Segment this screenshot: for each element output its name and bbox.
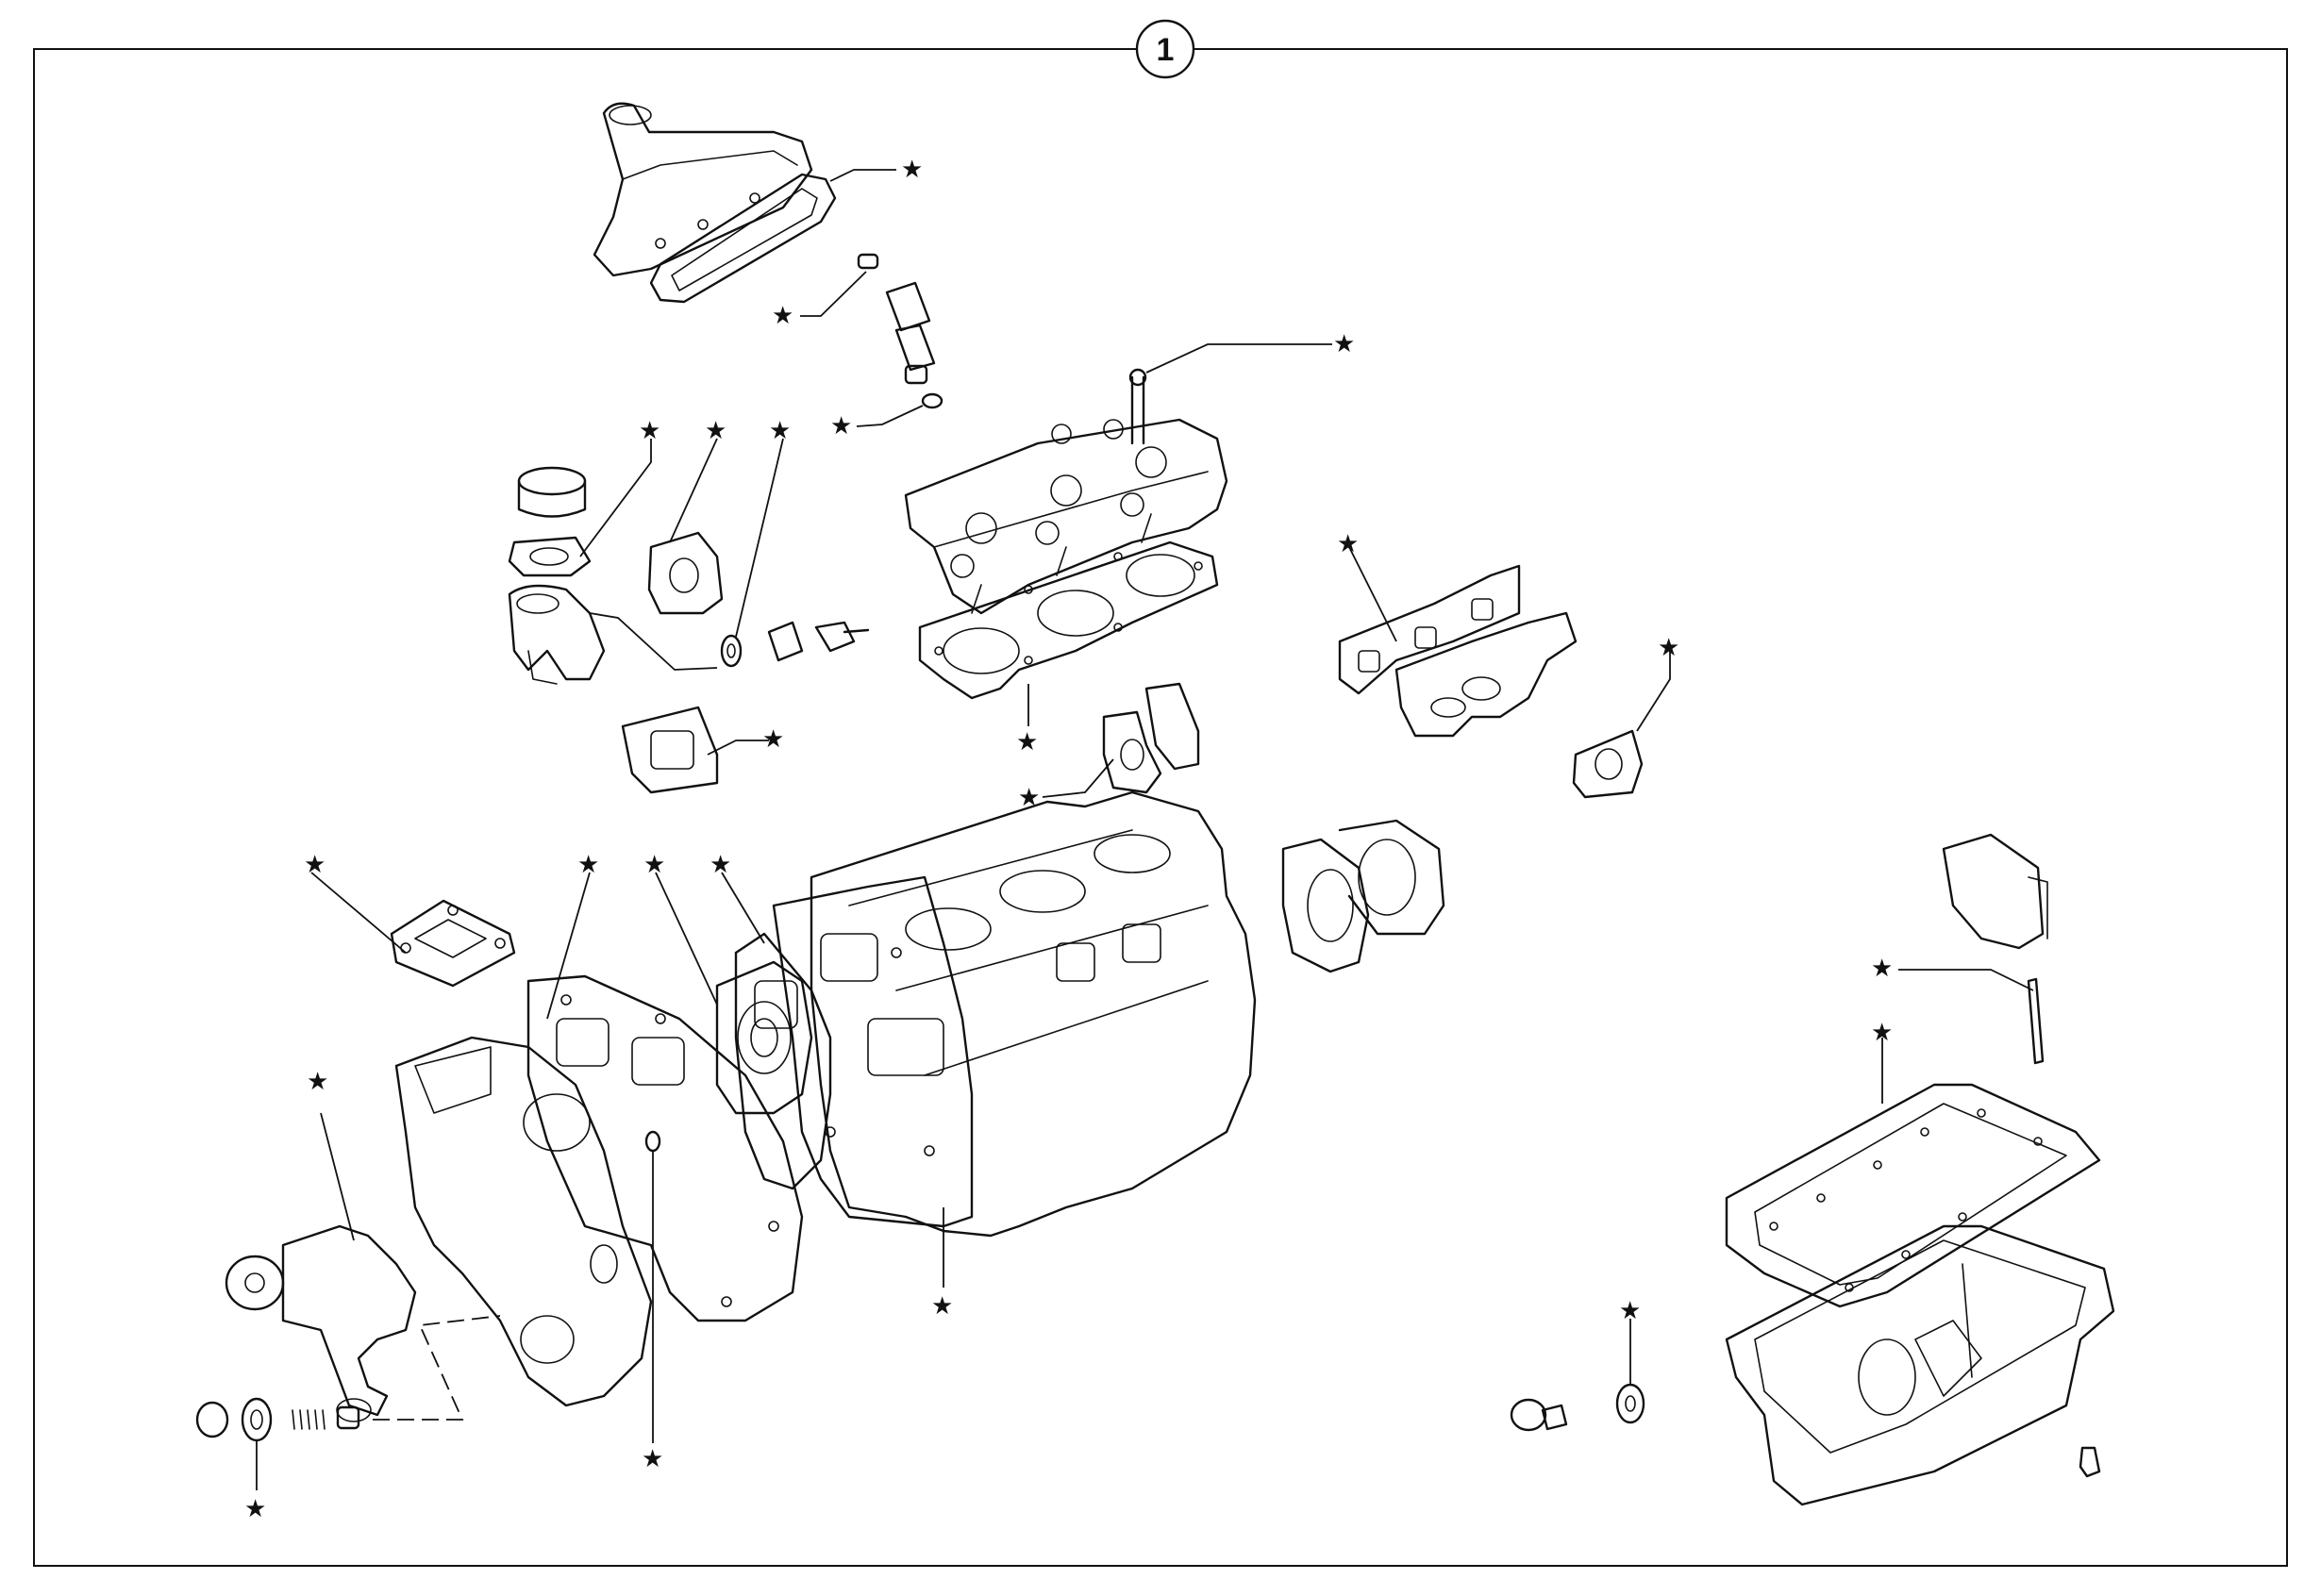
callout-badge[interactable]: 1 xyxy=(1135,19,1195,79)
leader-flange-gasket xyxy=(669,438,718,543)
cylinder-block[interactable] xyxy=(810,790,1257,1238)
thermostat-cover[interactable] xyxy=(517,466,587,518)
sensor-washer[interactable] xyxy=(921,392,943,409)
star-marker[interactable]: ★ xyxy=(1333,330,1355,358)
leader-crank-gasket xyxy=(721,872,765,944)
kit-markers: ★ ★ ★ ★ ★ ★ ★ ★ ★ ★ ★ ★ ★ ★ ★ ★ ★ ★ ★ ★ … xyxy=(244,156,1893,1523)
star-marker[interactable]: ★ xyxy=(931,1292,953,1321)
leader-pan-side-seal xyxy=(1898,969,2034,991)
diagram-frame xyxy=(33,48,2288,1567)
water-outlet-gasket[interactable] xyxy=(649,173,837,304)
rear-plate-gasket[interactable] xyxy=(772,875,974,1228)
water-outlet-housing[interactable] xyxy=(593,102,813,277)
relief-spring[interactable] xyxy=(292,1405,360,1430)
star-marker[interactable]: ★ xyxy=(762,725,784,754)
leader-bypass-flange xyxy=(707,740,769,756)
leader-exhaust-flange xyxy=(1636,651,1671,732)
star-marker[interactable]: ★ xyxy=(643,851,665,879)
star-marker[interactable]: ★ xyxy=(705,417,726,445)
drain-plug-small[interactable] xyxy=(195,1401,229,1438)
oil-pan-gasket[interactable] xyxy=(1725,1083,2101,1308)
water-flange-gasket[interactable] xyxy=(647,531,724,615)
pan-side-seal[interactable] xyxy=(2027,977,2045,1065)
cover-plate-gasket[interactable] xyxy=(1102,710,1162,794)
head-gasket[interactable] xyxy=(918,540,1219,700)
exhaust-manifold[interactable] xyxy=(1394,611,1578,738)
oil-pressure-switch[interactable] xyxy=(767,621,870,662)
oil-seal-housing[interactable] xyxy=(715,960,813,1115)
star-marker[interactable]: ★ xyxy=(769,417,791,445)
leader-small-washer xyxy=(735,438,784,638)
pan-drain-plug[interactable] xyxy=(2079,1446,2101,1478)
cover-gasket-upper-left[interactable] xyxy=(390,899,516,988)
leader-housing-gasket xyxy=(589,612,718,671)
leader-sensor-washer xyxy=(856,405,924,427)
star-marker[interactable]: ★ xyxy=(1871,955,1893,983)
flywheel-seal-case[interactable] xyxy=(1281,819,1445,973)
drain-plug[interactable] xyxy=(1510,1398,1568,1432)
oil-strainer-bracket[interactable] xyxy=(1942,833,2048,950)
drain-plug-gasket[interactable] xyxy=(1615,1383,1645,1424)
star-marker[interactable]: ★ xyxy=(307,1068,328,1096)
oil-pan[interactable] xyxy=(1725,1224,2115,1506)
leader-cover-upper-left xyxy=(310,872,407,954)
leader-thermostat-gasket xyxy=(579,439,652,557)
timing-case-gasket[interactable] xyxy=(526,974,804,1322)
seal-o-ring[interactable] xyxy=(644,1130,661,1153)
temperature-sensor[interactable] xyxy=(857,253,936,385)
leader-outlet-gasket xyxy=(829,169,896,182)
exhaust-flange-gasket[interactable] xyxy=(1572,729,1644,799)
thermostat-gasket[interactable] xyxy=(508,536,592,577)
star-marker[interactable]: ★ xyxy=(1018,784,1040,812)
star-marker[interactable]: ★ xyxy=(772,302,793,330)
leader-cover-gasket xyxy=(1042,758,1114,798)
star-marker[interactable]: ★ xyxy=(1658,634,1679,662)
leader-seal-housing xyxy=(655,872,718,1006)
star-marker[interactable]: ★ xyxy=(1016,728,1038,756)
star-marker[interactable]: ★ xyxy=(830,412,852,441)
assembly-line xyxy=(373,1315,501,1421)
star-marker[interactable]: ★ xyxy=(642,1445,663,1473)
water-pump[interactable] xyxy=(225,1224,417,1422)
star-marker[interactable]: ★ xyxy=(244,1495,266,1523)
star-marker[interactable]: ★ xyxy=(639,417,660,445)
star-marker[interactable]: ★ xyxy=(710,851,731,879)
gear-case-cover[interactable] xyxy=(394,1036,653,1407)
cover-plate[interactable] xyxy=(1144,682,1200,771)
star-marker[interactable]: ★ xyxy=(1619,1297,1641,1325)
star-marker[interactable]: ★ xyxy=(577,851,599,879)
thermostat-housing[interactable] xyxy=(508,584,606,685)
star-marker[interactable]: ★ xyxy=(1337,530,1359,558)
drain-seal-washer[interactable] xyxy=(241,1397,273,1442)
leader-sensor-top xyxy=(800,271,867,317)
callout-number: 1 xyxy=(1157,32,1175,68)
leader-head-stud xyxy=(1145,343,1332,374)
inlet-manifold-gasket[interactable] xyxy=(1338,564,1521,695)
small-washer-left[interactable] xyxy=(720,634,743,668)
leader-timing-gasket xyxy=(546,872,591,1020)
star-marker[interactable]: ★ xyxy=(304,851,326,879)
leader-water-pump xyxy=(320,1112,355,1241)
thermostat-bypass-flange[interactable] xyxy=(621,706,719,794)
leader-inlet-gasket xyxy=(1348,546,1397,642)
star-marker[interactable]: ★ xyxy=(901,156,923,184)
star-marker[interactable]: ★ xyxy=(1871,1019,1893,1047)
